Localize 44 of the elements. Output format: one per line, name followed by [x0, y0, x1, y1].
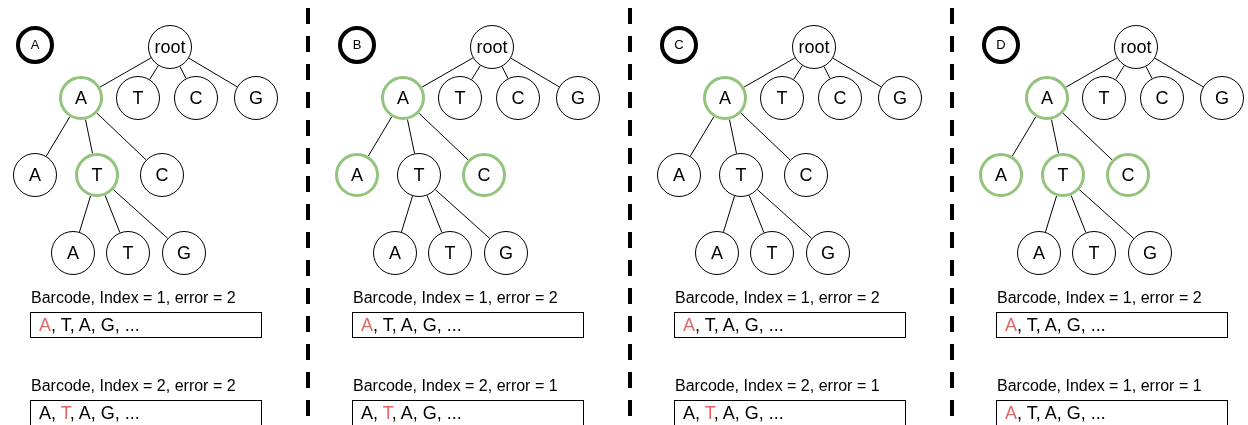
- barcode-sequence: A, T, A, G, ...: [996, 400, 1228, 425]
- tree-edge: [471, 65, 481, 80]
- tree-edge: [96, 112, 147, 161]
- tree-edge: [1062, 112, 1113, 161]
- barcode-sequence: A, T, A, G, ...: [674, 400, 906, 425]
- tree-edge: [510, 57, 560, 88]
- tree-edge: [1044, 195, 1058, 233]
- tree-edge: [188, 57, 238, 88]
- barcode-label: Barcode, Index = 1, error = 2: [674, 288, 881, 308]
- tree-edge: [756, 189, 813, 239]
- tree-edge: [832, 57, 882, 88]
- barcode-label: Barcode, Index = 2, error = 2: [30, 376, 237, 396]
- barcode-label: Barcode, Index = 2, error = 1: [674, 376, 881, 396]
- tree-edge: [418, 112, 469, 161]
- tree-edge: [1078, 189, 1135, 239]
- tree-edge: [85, 119, 93, 154]
- tree-edge: [407, 119, 415, 154]
- tree-edge: [722, 195, 736, 233]
- barcode-sequence: A, T, A, G, ...: [352, 400, 584, 425]
- tree-edge: [179, 66, 187, 79]
- tree-edge: [501, 66, 509, 79]
- tree-edge: [149, 65, 159, 80]
- barcode-sequence: A, T, A, G, ...: [30, 400, 262, 425]
- tree-edge: [78, 195, 92, 233]
- tree-edge: [729, 119, 737, 154]
- tree-edge: [434, 189, 491, 239]
- barcode-label: Barcode, Index = 1, error = 2: [996, 288, 1203, 308]
- barcode-label: Barcode, Index = 2, error = 1: [352, 376, 559, 396]
- tree-edge: [1145, 66, 1153, 79]
- tree-edge: [1115, 65, 1125, 80]
- barcode-label: Barcode, Index = 1, error = 2: [352, 288, 559, 308]
- tree-edge: [400, 195, 414, 233]
- tree-edge: [793, 65, 803, 80]
- tree-edge: [1154, 57, 1204, 88]
- barcode-sequence: A, T, A, G, ...: [674, 312, 906, 338]
- barcode-sequence: A, T, A, G, ...: [996, 312, 1228, 338]
- barcode-label: Barcode, Index = 1, error = 1: [996, 376, 1203, 396]
- tree-edge: [823, 66, 831, 79]
- tree-edge: [1051, 119, 1059, 154]
- barcode-sequence: A, T, A, G, ...: [352, 312, 584, 338]
- barcode-sequence: A, T, A, G, ...: [30, 312, 262, 338]
- tree-edge: [740, 112, 791, 161]
- tree-edge: [112, 189, 169, 239]
- barcode-label: Barcode, Index = 1, error = 2: [30, 288, 237, 308]
